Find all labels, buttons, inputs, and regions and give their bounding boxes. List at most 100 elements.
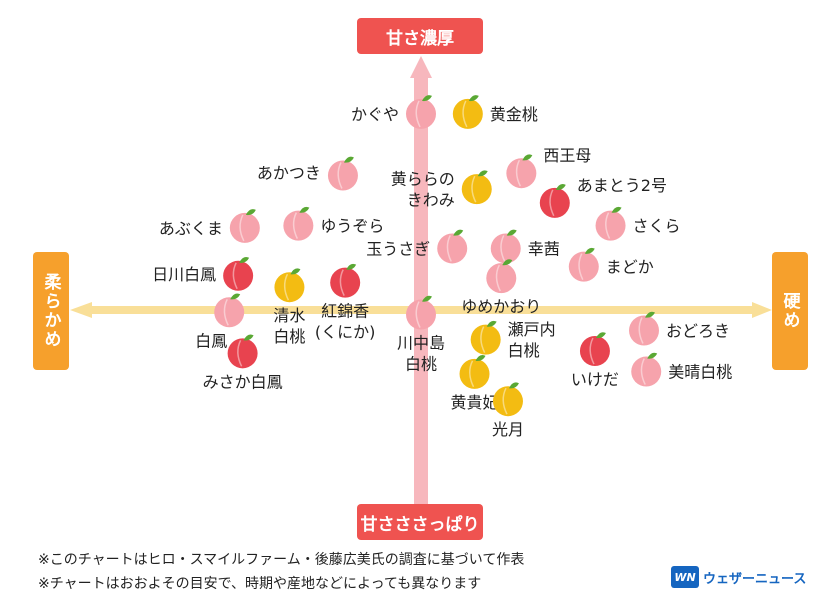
peach-leaf-icon [522,154,533,161]
peach-label: 黄金桃 [490,105,538,124]
peach-fruit-icon [437,233,468,264]
peach-label-line: 川中島 [397,334,445,353]
peach-label-line: 黄金桃 [490,105,538,124]
peach-point [490,229,521,264]
peach-fruit-icon [229,212,260,243]
peach-label: まどか [606,258,654,277]
peach-fruit-icon [490,233,521,264]
peach-label-line: 紅錦香 [321,302,369,321]
peach-point [437,229,468,264]
peach-crease [232,262,238,290]
weathernews-logo: WN ウェザーニュース [671,566,806,588]
peach-point [629,311,659,346]
peach-crease [480,326,486,353]
peach-point [461,170,492,205]
peach-fruit-icon [223,260,254,291]
peach-label-line: かぐや [351,105,399,124]
peach-label-line: いけだ [571,370,619,389]
peach-point [579,332,610,367]
peach-label: あぶくま [159,219,223,238]
peach-point [486,259,517,294]
peach-leaf-icon [243,334,254,341]
peach-label-line: 幸茜 [528,239,560,258]
footnote-source: ※このチャートはヒロ・スマイルファーム・後藤広美氏の調査に基づいて作表 [38,552,525,568]
peach-point [470,320,501,355]
peach-fruit-icon [470,324,501,355]
peach-label: あかつき [257,163,321,182]
peach-label: 黄ららのきわみ [391,170,455,210]
peach-crease [515,159,522,187]
peach-point [539,184,570,218]
peach-label-line: 美晴白桃 [668,363,732,382]
peach-leaf-icon [647,352,658,359]
peach-label: ゆめかおり [461,297,541,316]
peach-leaf-icon [508,382,519,389]
peach-fruit-icon [214,297,245,328]
peach-crease [337,162,343,189]
peach-label: 紅錦香 (くにか) [315,302,376,342]
peach-label: 瀬戸内白桃 [508,320,556,360]
peach-fruit-icon [539,187,570,218]
peach-crease [415,301,421,328]
peach-leaf-icon [245,209,256,216]
peach-crease [237,339,243,367]
peach-fruit-icon [568,251,599,282]
peach-crease [502,387,508,415]
peach-label-line: 白桃 [273,327,305,346]
peach-leaf-icon [611,206,622,213]
peach-point [406,295,436,330]
peach-label-line: あぶくま [159,219,223,238]
axis-label-firm: 硬め [772,252,808,370]
peach-leaf-icon [343,156,354,163]
peach-point [283,206,314,241]
peach-fruit-icon [506,158,537,189]
peach-label-line: あまとう2号 [577,176,667,195]
peach-point [223,256,254,291]
peach-point [214,293,245,328]
peach-fruit-icon [452,98,483,129]
peach-leaf-icon [475,355,486,361]
axis-label-soft: 柔らかめ [33,252,69,370]
peach-label: みさか白鳳 [203,372,283,391]
peach-leaf-icon [595,332,606,339]
peach-fruit-icon [631,356,662,387]
peach-label: 川中島白桃 [397,334,445,374]
peach-fruit-icon [227,338,258,369]
peach-fruit-icon [274,272,305,303]
peach-label-line: (くにか) [315,323,376,342]
peach-point [229,209,260,243]
peach-fruit-icon [406,299,436,330]
peach-crease [471,175,477,203]
peach-label: 清水白桃 [273,306,305,346]
peach-crease [462,100,468,128]
peach-leaf-icon [645,311,655,318]
peach-fruit-icon [486,263,517,294]
peach-label: 幸茜 [528,239,560,258]
peach-label: 白鳳 [195,331,227,350]
peach-label-line: さくら [633,217,681,236]
peach-label-line: 黄ららの [391,170,455,189]
peach-crease [638,317,644,344]
peach-leaf-icon [230,293,241,300]
peach-fruit-icon [492,386,523,417]
peach-label: 玉うさぎ [366,239,430,258]
peach-fruit-icon [283,210,314,241]
peach-point [631,352,662,387]
peach-label: 美晴白桃 [668,363,732,382]
peach-point [595,206,626,241]
peach-label-line: 玉うさぎ [366,239,430,258]
peach-label-line: ゆうぞら [320,217,384,236]
peach-label-line: きわみ [407,191,455,210]
peach-leaf-icon [453,229,464,236]
peach-point [406,95,436,129]
peach-leaf-icon [555,184,566,190]
peach-crease [469,360,475,388]
peach-fruit-icon [406,98,436,129]
axis-label-sweet-light: 甘さささっぱり [357,504,483,540]
vertical-axis-arrow [410,56,432,506]
peach-fruit-icon [330,267,361,298]
peach-label-line: ゆめかおり [461,297,541,316]
peach-point [274,268,305,303]
peach-leaf-icon [346,263,357,270]
